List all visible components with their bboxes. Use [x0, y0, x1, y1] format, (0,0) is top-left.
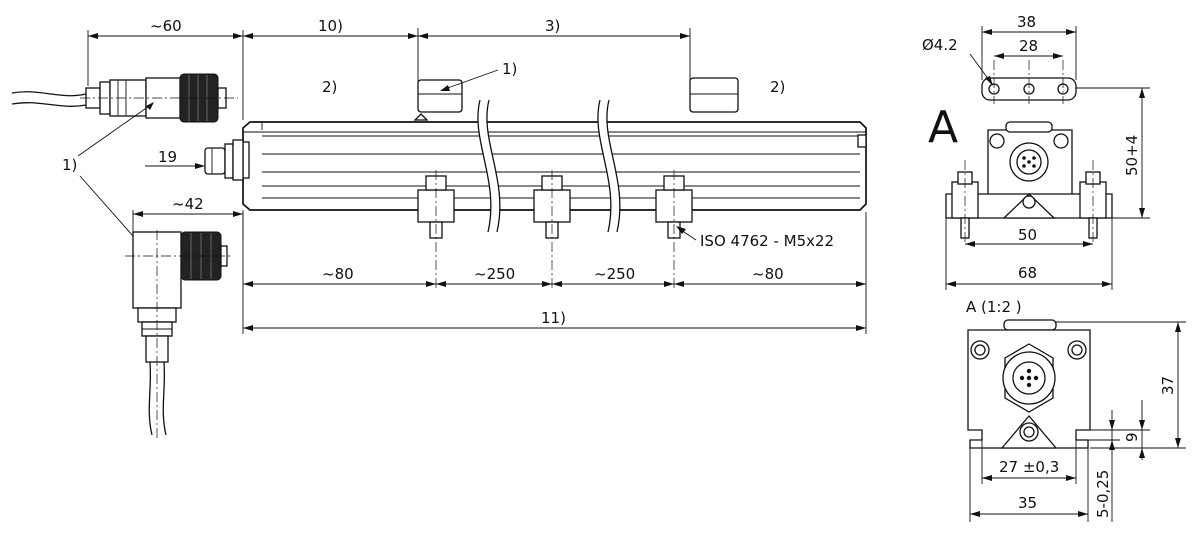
dim-width-27: 27 ±0,3 — [999, 458, 1059, 476]
dimension-offset-10: 10) — [243, 17, 419, 82]
dimension-overall-length: 11) — [243, 309, 866, 331]
dim-bracket-38: 38 — [1017, 13, 1036, 31]
dimension-spacing-row: ~80 ~250 ~250 ~80 — [242, 212, 867, 334]
dim-overall-11: 11) — [541, 309, 566, 327]
note-1-cable: 1) — [62, 156, 77, 174]
dim-hole-pitch-28: 28 — [1019, 37, 1038, 55]
dim-width-35: 35 — [1018, 494, 1037, 512]
mounting-clamp-3 — [655, 170, 693, 290]
dim-5-0-25: 5-0,25 — [1094, 470, 1112, 518]
angled-connector — [125, 230, 232, 440]
dim-screw-pitch-50: 50 — [1018, 226, 1037, 244]
detail-a: A (1:2 ) 37 9 5-0, — [966, 298, 1186, 522]
mounting-clamp-1 — [417, 170, 455, 290]
view-a: A Ø4.2 38 28 — [922, 13, 1150, 290]
screw-leader: ISO 4762 - M5x22 — [676, 226, 834, 250]
straight-connector — [11, 73, 238, 123]
leader-note-1-magnet: 1) — [440, 60, 517, 91]
dim-fitting-19: 19 — [158, 148, 177, 166]
dimension-offset-3: 3) — [418, 17, 691, 80]
dim-width-68: 68 — [1018, 264, 1037, 282]
dim-offset-10: 10) — [318, 17, 343, 35]
fitting-19: 19 — [145, 139, 244, 181]
dim-spacing-80-right: ~80 — [752, 265, 784, 283]
note-1-magnet: 1) — [502, 60, 517, 78]
dim-offset-3: 3) — [545, 17, 560, 35]
position-magnet-left — [413, 79, 463, 121]
dim-connector-60: ~60 — [150, 17, 182, 35]
dimension-connector-length: ~60 — [87, 17, 244, 120]
dim-height-50-4: 50+4 — [1123, 135, 1141, 176]
note-2-left: 2) — [322, 78, 337, 96]
dimension-angled-connector: ~42 — [132, 195, 244, 240]
hole-diameter: Ø4.2 — [922, 36, 958, 54]
dim-spacing-250-b: ~250 — [594, 265, 635, 283]
screw-spec: ISO 4762 - M5x22 — [700, 232, 834, 250]
dim-connector-42: ~42 — [172, 195, 204, 213]
dim-9: 9 — [1123, 432, 1141, 442]
view-a-label: A — [928, 102, 958, 153]
dim-height-37: 37 — [1159, 376, 1177, 395]
dim-spacing-80-left: ~80 — [322, 265, 354, 283]
dim-spacing-250-a: ~250 — [474, 265, 515, 283]
detail-a-label: A (1:2 ) — [966, 298, 1022, 316]
note-2-right: 2) — [770, 78, 785, 96]
position-magnet-right — [689, 77, 739, 113]
mounting-clamp-2 — [533, 170, 571, 290]
